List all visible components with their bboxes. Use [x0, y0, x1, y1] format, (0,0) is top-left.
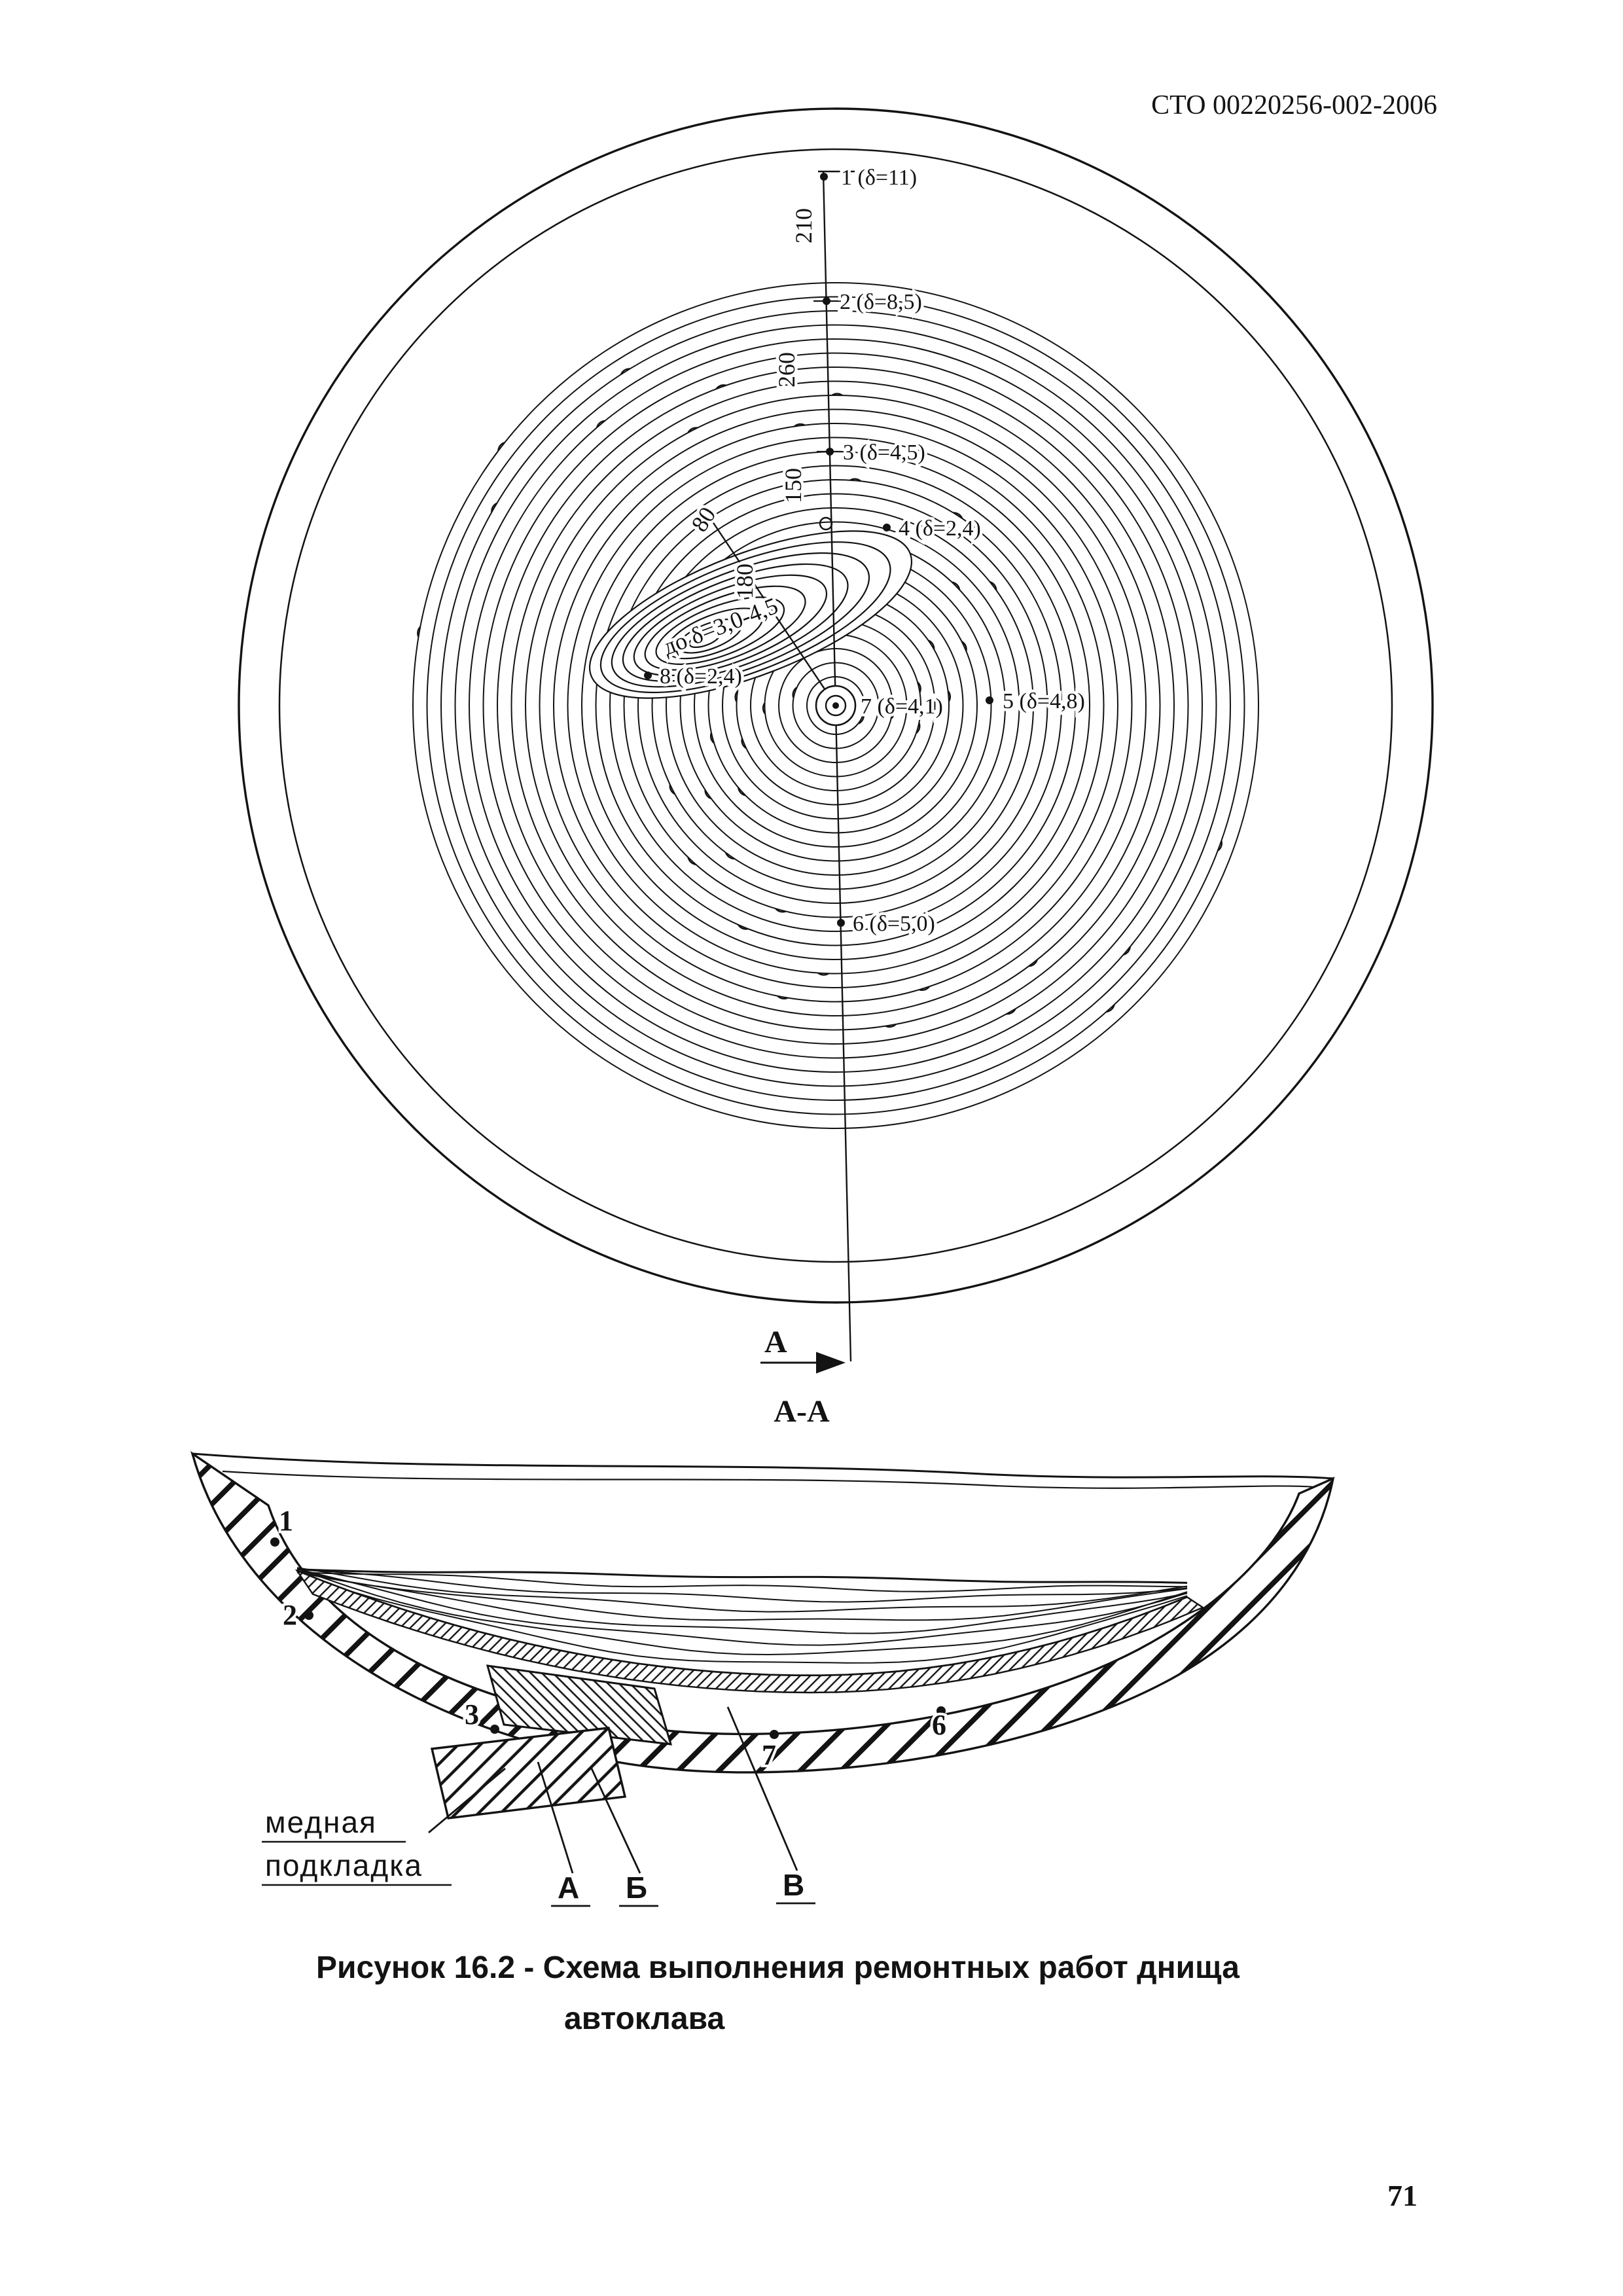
plan-view: 1 (δ=11) 2 (δ=8,5) 3 (δ=4,5) 4 (δ=2,4) 5…	[238, 107, 1434, 1362]
weld-label-a: А	[558, 1871, 579, 1905]
point-6-dot	[837, 919, 845, 927]
leader-v	[726, 1706, 798, 1871]
bottom-outer-rim	[238, 107, 1434, 1304]
section-arrow: А	[760, 1325, 846, 1374]
deepest-point-marker	[819, 516, 833, 531]
section-arrow-label: А	[764, 1325, 787, 1359]
leader-b	[590, 1767, 641, 1874]
section-point-2-dot	[304, 1611, 313, 1620]
section-view: 1 2 3 7 6 медная подкладка А Б В	[190, 1450, 1335, 1907]
section-point-3-dot	[490, 1725, 499, 1734]
section-point-7-dot	[770, 1730, 779, 1739]
patch-zone-mask	[590, 531, 912, 698]
section-cut-line	[822, 171, 852, 1362]
dim-210: 210	[791, 208, 817, 243]
patch-zone-contours	[588, 530, 913, 699]
page-number: 71	[1387, 2179, 1418, 2212]
section-point-2-label: 2	[283, 1599, 297, 1631]
point-1-dot	[820, 173, 828, 181]
section-point-1-dot	[270, 1537, 279, 1547]
figure-caption-line1: Рисунок 16.2 - Схема выполнения ремонтны…	[316, 1950, 1240, 1985]
point-8-dot	[644, 672, 652, 679]
point-3-label: 3 (δ=4,5)	[843, 440, 925, 465]
copper-backing-plate	[430, 1727, 627, 1820]
weld-label-b: Б	[626, 1871, 647, 1905]
point-3-dot	[826, 448, 834, 456]
point-6-label: 6 (δ=5,0)	[853, 912, 935, 936]
section-point-6-label: 6	[932, 1709, 946, 1741]
point-8-label: 8 (δ=2,4)	[660, 664, 742, 689]
document-header: СТО 00220256-002-2006	[1151, 90, 1437, 120]
point-2-dot	[823, 297, 830, 305]
repair-patch	[486, 1664, 673, 1746]
figure-caption-line2: автоклава	[564, 2001, 724, 2036]
point-7-label: 7 (δ=4,1)	[861, 694, 943, 719]
section-point-6-dot	[936, 1706, 946, 1715]
leader-a	[537, 1761, 574, 1874]
center-dot	[832, 702, 839, 709]
patch-axis-line	[702, 507, 836, 706]
copper-callout-line1: медная	[265, 1805, 377, 1839]
dim-150: 150	[780, 468, 806, 503]
copper-callout-line2: подкладка	[265, 1848, 423, 1882]
point-1-label: 1 (δ=11)	[841, 166, 917, 190]
top-rim-line	[192, 1452, 1334, 1480]
deposited-metal-band	[294, 1569, 1205, 1694]
weld-label-v: В	[783, 1868, 804, 1902]
copper-callout-leader	[428, 1767, 506, 1834]
point-4-dot	[883, 524, 891, 531]
section-point-7-label: 7	[762, 1739, 776, 1771]
dim-180: 180	[732, 564, 758, 599]
section-title: А-А	[774, 1394, 830, 1429]
section-point-3-label: 3	[465, 1698, 479, 1731]
top-rim-line-2	[222, 1470, 1316, 1489]
point-2-label: 2 (δ=8,5)	[840, 290, 922, 314]
spiral-weld-rings	[412, 282, 1259, 1129]
point-5-dot	[986, 696, 993, 704]
dim-260: 260	[774, 352, 800, 387]
section-point-1-label: 1	[279, 1505, 293, 1537]
bottom-inner-rim	[278, 148, 1393, 1263]
point-4-label: 4 (δ=2,4)	[899, 516, 981, 541]
weld-tick-marks	[417, 368, 1223, 1028]
center-circle-inner	[825, 694, 847, 717]
point-5-label: 5 (δ=4,8)	[1003, 689, 1085, 713]
